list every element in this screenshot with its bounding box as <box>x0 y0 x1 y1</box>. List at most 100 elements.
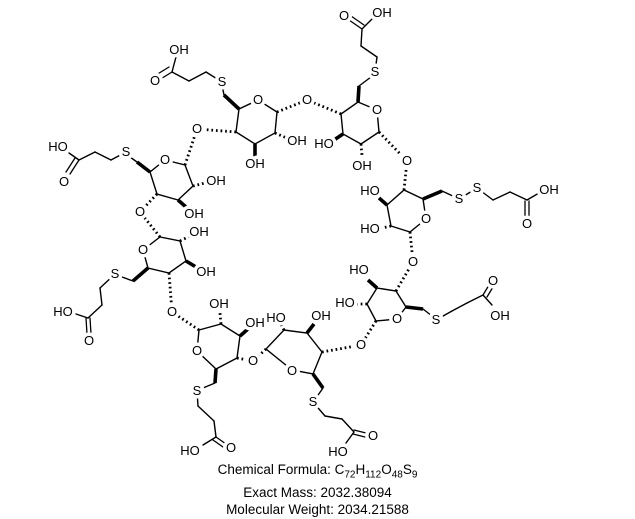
hydroxyl-label: OH <box>184 206 204 221</box>
glycosidic-oxygen-label: O <box>402 153 412 168</box>
bond <box>188 71 207 82</box>
chemical-formula-line: Chemical Formula: C72H112O48S9 <box>0 461 635 484</box>
ring-oxygen-label: O <box>138 242 148 257</box>
double-bond <box>85 317 88 335</box>
hydroxyl-label: OH <box>189 224 209 239</box>
formula-subscript: 9 <box>411 469 418 481</box>
bond <box>68 152 80 161</box>
hash-bond <box>171 310 200 332</box>
glucose-unit-6: O S O HO OH OH <box>177 293 269 462</box>
bond <box>358 76 372 87</box>
acid-hydroxyl-label: OH <box>372 5 392 20</box>
wedge-bond <box>311 372 325 390</box>
carbonyl-oxygen-label: O <box>488 273 498 288</box>
glycosidic-oxygen-label: O <box>408 254 418 269</box>
carbonyl-oxygen-label: O <box>59 174 69 189</box>
bond <box>458 187 478 200</box>
hydroxyl-label: OH <box>209 296 229 311</box>
hash-bond <box>167 272 174 313</box>
hash-bond <box>381 224 392 230</box>
hash-bond <box>402 160 409 191</box>
bond <box>78 151 96 161</box>
double-bond <box>350 15 365 26</box>
double-bond <box>352 433 366 438</box>
hydroxyl-label: OH <box>245 156 265 171</box>
ring-oxygen-label: O <box>192 343 202 358</box>
ring-oxygen-label: O <box>372 102 382 117</box>
ring-bond <box>196 323 241 370</box>
acid-hydroxyl-label: HO <box>180 443 200 458</box>
hash-bond <box>359 320 378 346</box>
formula-element: H <box>355 462 366 477</box>
wedge-bond <box>222 93 241 111</box>
hash-bond <box>359 143 364 157</box>
ring-oxygen-label: O <box>392 311 402 326</box>
hydroxyl-label: HO <box>314 136 334 151</box>
bond <box>87 304 103 319</box>
sulfur-label: S <box>432 312 441 327</box>
wedge-bond <box>333 132 344 142</box>
ring-oxygen-label: O <box>160 152 170 167</box>
ring-oxygen-label: O <box>253 92 263 107</box>
wedge-bond <box>305 322 316 335</box>
acid-hydroxyl-label: HO <box>48 139 68 154</box>
sulfur-label: S <box>111 266 120 281</box>
exact-mass-label: Exact Mass: <box>243 484 321 500</box>
wedge-bond <box>422 189 443 201</box>
sulfur-label: S <box>309 394 318 409</box>
double-bond <box>158 71 173 81</box>
bond <box>492 191 511 201</box>
hash-bond <box>252 347 267 363</box>
bond <box>205 71 223 83</box>
bond <box>196 390 199 407</box>
bond <box>75 313 89 319</box>
sulfur-label: S <box>218 74 227 89</box>
glycosidic-oxygen-label: O <box>356 337 366 352</box>
glucose-unit-7: O S O HO OH OH <box>50 221 220 352</box>
hash-bond <box>377 131 409 162</box>
acid-hydroxyl-label: OH <box>539 182 559 197</box>
glycosidic-bridges: O O O O O O O O <box>131 89 421 372</box>
carbonyl-oxygen-label: O <box>150 73 160 88</box>
double-bond <box>482 284 490 296</box>
formula-label: Chemical Formula: <box>217 462 335 477</box>
bond <box>441 190 456 198</box>
formula-subscript: 112 <box>365 469 382 481</box>
bond <box>482 294 493 306</box>
double-bond <box>486 286 494 298</box>
acid-hydroxyl-label: OH <box>490 308 510 323</box>
hydroxyl-label: OH <box>245 315 265 330</box>
formula-element: O <box>381 462 392 477</box>
bond <box>476 187 494 201</box>
bond <box>315 387 324 399</box>
sulfur-label: S <box>455 191 464 206</box>
double-bond <box>348 19 363 30</box>
acid-hydroxyl-label: HO <box>328 444 348 459</box>
hash-bond <box>394 261 415 292</box>
hydroxyl-label: HO <box>335 295 355 310</box>
double-bond <box>215 436 227 445</box>
bond <box>171 56 177 73</box>
hash-bond <box>138 211 162 238</box>
double-bond <box>89 317 92 335</box>
bond <box>361 18 373 30</box>
hydroxyl-label: OH <box>287 133 307 148</box>
bond <box>526 192 540 201</box>
acid-hydroxyl-label: HO <box>53 304 73 319</box>
caption: Chemical Formula: C72H112O48S9 Exact Mas… <box>0 461 635 518</box>
glucose-unit-1: O S O OH OH OH <box>146 39 310 175</box>
bond <box>374 56 378 73</box>
bond <box>94 151 112 161</box>
bond <box>341 418 355 433</box>
ring-oxygen-label: O <box>287 363 297 378</box>
bond <box>202 436 217 446</box>
hash-bond <box>218 312 223 325</box>
ring-oxygen-label: O <box>421 211 431 226</box>
sulfur-label: S <box>371 64 380 79</box>
hydroxyl-label: OH <box>206 173 226 188</box>
hash-bond <box>408 231 415 263</box>
bond <box>360 45 378 58</box>
wedge-bond <box>405 305 424 311</box>
wedge-bond <box>135 160 152 174</box>
